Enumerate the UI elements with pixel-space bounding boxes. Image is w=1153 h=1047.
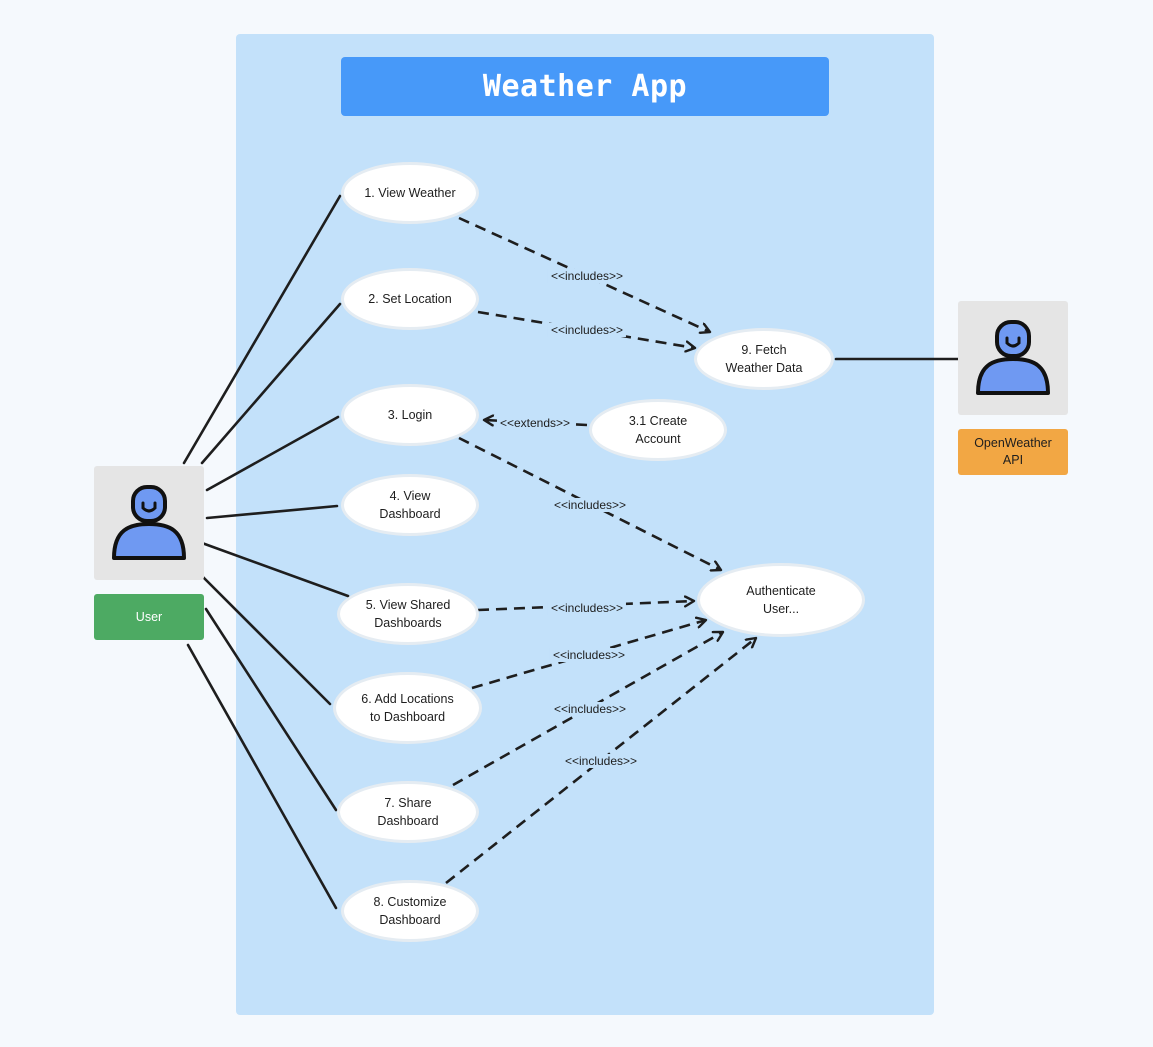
relation-label-includes: <<includes>> <box>561 754 641 768</box>
usecase-view-dashboard[interactable]: 4. View Dashboard <box>341 474 479 536</box>
relation-label-includes: <<includes>> <box>550 702 630 716</box>
usecase-view-weather[interactable]: 1. View Weather <box>341 162 479 224</box>
relation-label-includes: <<includes>> <box>550 498 630 512</box>
actor-user[interactable] <box>94 466 204 580</box>
usecase-fetch-weather-data[interactable]: 9. Fetch Weather Data <box>694 328 834 390</box>
rel-uc6-auth <box>471 620 706 690</box>
assoc-user-uc2 <box>200 302 342 465</box>
usecase-login[interactable]: 3. Login <box>341 384 479 446</box>
relation-label-includes: <<includes>> <box>547 601 627 615</box>
rel-uc8-auth <box>445 638 756 885</box>
assoc-user-uc6 <box>200 574 332 706</box>
usecase-create-account[interactable]: 3.1 Create Account <box>589 399 727 461</box>
person-icon <box>112 485 186 560</box>
diagram-title: Weather App <box>341 57 829 116</box>
assoc-user-uc4 <box>205 504 339 520</box>
usecase-view-shared-dashboards[interactable]: 5. View Shared Dashboards <box>337 583 479 645</box>
usecase-add-locations[interactable]: 6. Add Locations to Dashboard <box>333 672 482 744</box>
assoc-user-uc3 <box>205 415 340 492</box>
rel-uc1-uc9 <box>458 216 710 332</box>
relation-label-extends: <<extends>> <box>496 416 574 430</box>
actor-openweather-api[interactable] <box>958 301 1068 415</box>
usecase-set-location[interactable]: 2. Set Location <box>341 268 479 330</box>
assoc-user-uc8 <box>186 643 338 910</box>
actor-openweather-api-label: OpenWeather API <box>958 429 1068 475</box>
relation-label-includes: <<includes>> <box>549 648 629 662</box>
assoc-user-uc1 <box>182 194 342 465</box>
usecase-authenticate-user[interactable]: Authenticate User... <box>697 563 865 637</box>
relation-label-includes: <<includes>> <box>547 323 627 337</box>
person-icon <box>976 320 1050 395</box>
assoc-user-uc7 <box>204 607 338 812</box>
actor-user-label: User <box>94 594 204 640</box>
usecase-share-dashboard[interactable]: 7. Share Dashboard <box>337 781 479 843</box>
rel-uc7-auth <box>452 632 723 787</box>
relation-label-includes: <<includes>> <box>547 269 627 283</box>
assoc-user-uc5 <box>200 541 350 598</box>
usecase-customize-dashboard[interactable]: 8. Customize Dashboard <box>341 880 479 942</box>
